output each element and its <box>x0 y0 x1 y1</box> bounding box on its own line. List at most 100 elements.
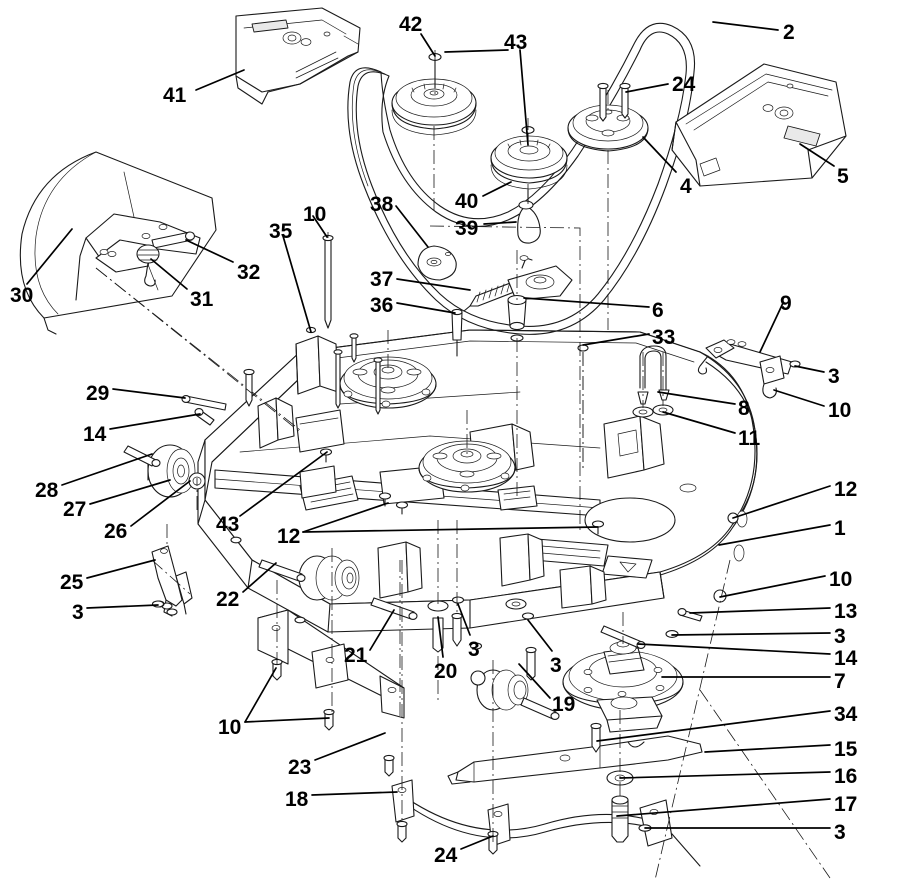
leader-line-l14b <box>637 643 831 655</box>
v-idler-pulley <box>490 126 568 190</box>
leader-line-l29 <box>112 388 186 399</box>
leader-line-l11 <box>662 411 736 434</box>
leader-line-l12a <box>732 485 831 519</box>
leader-line-l10d <box>244 667 277 723</box>
scattered-fasteners <box>151 234 739 753</box>
callout-number-10: 10 <box>828 399 852 422</box>
callout-number-3: 3 <box>834 625 846 648</box>
callout-number-40: 40 <box>455 190 479 213</box>
leader-line-l37 <box>396 278 471 291</box>
callout-number-24: 24 <box>672 73 696 96</box>
flat-idler-pulley-4 <box>567 82 649 152</box>
cutting-blade <box>447 735 703 785</box>
callout-number-39: 39 <box>455 217 479 240</box>
callout-number-30: 30 <box>10 284 34 307</box>
callout-number-1: 1 <box>834 517 846 540</box>
callout-number-21: 21 <box>344 644 368 667</box>
leader-line-l42 <box>420 33 436 57</box>
leader-line-l14a <box>109 413 201 430</box>
leader-line-l43b2 <box>239 451 328 517</box>
callout-number-9: 9 <box>780 292 792 315</box>
idler-bolts-24 <box>597 82 631 122</box>
callout-number-27: 27 <box>63 498 87 521</box>
leader-line-l4 <box>642 136 677 173</box>
callout-number-28: 28 <box>35 479 59 502</box>
assembly-centerlines <box>95 50 831 881</box>
callout-number-24: 24 <box>434 844 458 867</box>
callout-number-3: 3 <box>72 601 84 624</box>
leader-line-l12b <box>302 502 389 533</box>
leader-line-l24b <box>460 835 494 850</box>
front-bumper-assembly <box>257 609 673 855</box>
callout-number-11: 11 <box>738 427 761 450</box>
callout-number-38: 38 <box>370 193 394 216</box>
roller-right <box>427 600 560 720</box>
leader-line-l3a <box>794 365 825 373</box>
leader-line-l34 <box>596 710 831 742</box>
callout-number-12: 12 <box>277 525 301 548</box>
leader-line-l23 <box>314 732 386 761</box>
leader-line-l20 <box>437 616 444 658</box>
callout-number-29: 29 <box>86 382 110 405</box>
spindle-assembly-front-right <box>562 640 684 733</box>
callout-number-3: 3 <box>828 365 840 388</box>
callout-number-3: 3 <box>550 654 562 677</box>
callout-number-34: 34 <box>834 703 858 726</box>
spindle-assembly-mid <box>418 440 538 511</box>
callout-number-8: 8 <box>738 397 750 420</box>
discharge-chute <box>19 151 301 431</box>
leader-line-l41 <box>195 69 245 91</box>
leader-line-l22 <box>242 562 277 593</box>
roller-center <box>258 555 418 620</box>
callout-number-22: 22 <box>216 588 240 611</box>
flat-idler-large-pulley <box>391 53 477 136</box>
idler-arm-plate <box>417 245 457 281</box>
leader-line-l43b <box>519 49 529 146</box>
deck-warning-decal <box>601 555 653 579</box>
callout-number-13: 13 <box>834 600 858 623</box>
callout-number-12: 12 <box>834 478 858 501</box>
leader-line-l17 <box>616 798 831 817</box>
callout-number-3: 3 <box>834 821 846 844</box>
leader-line-l40 <box>482 181 512 197</box>
blade-washer-and-bolt <box>606 770 634 843</box>
leader-line-l10b <box>773 389 825 407</box>
leader-line-l18 <box>311 791 398 796</box>
leader-line-l1 <box>718 524 831 546</box>
callout-number-5: 5 <box>837 165 849 188</box>
leader-lines-group <box>26 21 835 850</box>
callout-number-43: 43 <box>216 513 240 536</box>
callout-number-43: 43 <box>504 31 528 54</box>
leader-line-l39 <box>483 221 517 225</box>
callout-number-19: 19 <box>552 693 576 716</box>
callout-number-23: 23 <box>288 756 312 779</box>
callout-number-2: 2 <box>783 21 795 44</box>
drive-belt <box>347 22 696 335</box>
callout-number-42: 42 <box>399 13 423 36</box>
leader-line-l19 <box>518 663 551 699</box>
callout-number-18: 18 <box>285 788 309 811</box>
callout-number-36: 36 <box>370 294 394 317</box>
leader-line-l2 <box>712 21 779 31</box>
leader-line-l12c <box>302 526 599 533</box>
belt-cover-left <box>235 7 361 105</box>
callout-number-32: 32 <box>237 261 261 284</box>
callout-number-7: 7 <box>834 670 846 693</box>
callout-number-17: 17 <box>834 793 858 816</box>
leader-line-l9 <box>759 302 784 353</box>
leader-line-l6 <box>523 297 650 308</box>
callout-number-15: 15 <box>834 738 858 761</box>
callout-number-10: 10 <box>303 203 327 226</box>
callout-number-33: 33 <box>652 326 676 349</box>
callout-number-20: 20 <box>434 660 458 683</box>
belt-guide-cone <box>517 189 541 244</box>
leader-line-l3d <box>457 603 471 636</box>
leader-line-l10c <box>719 575 826 598</box>
leader-line-l32 <box>185 239 234 263</box>
leader-line-l24a <box>625 83 669 93</box>
callout-number-14: 14 <box>83 423 107 446</box>
callout-number-14: 14 <box>834 647 858 670</box>
leader-line-l8 <box>657 391 736 405</box>
